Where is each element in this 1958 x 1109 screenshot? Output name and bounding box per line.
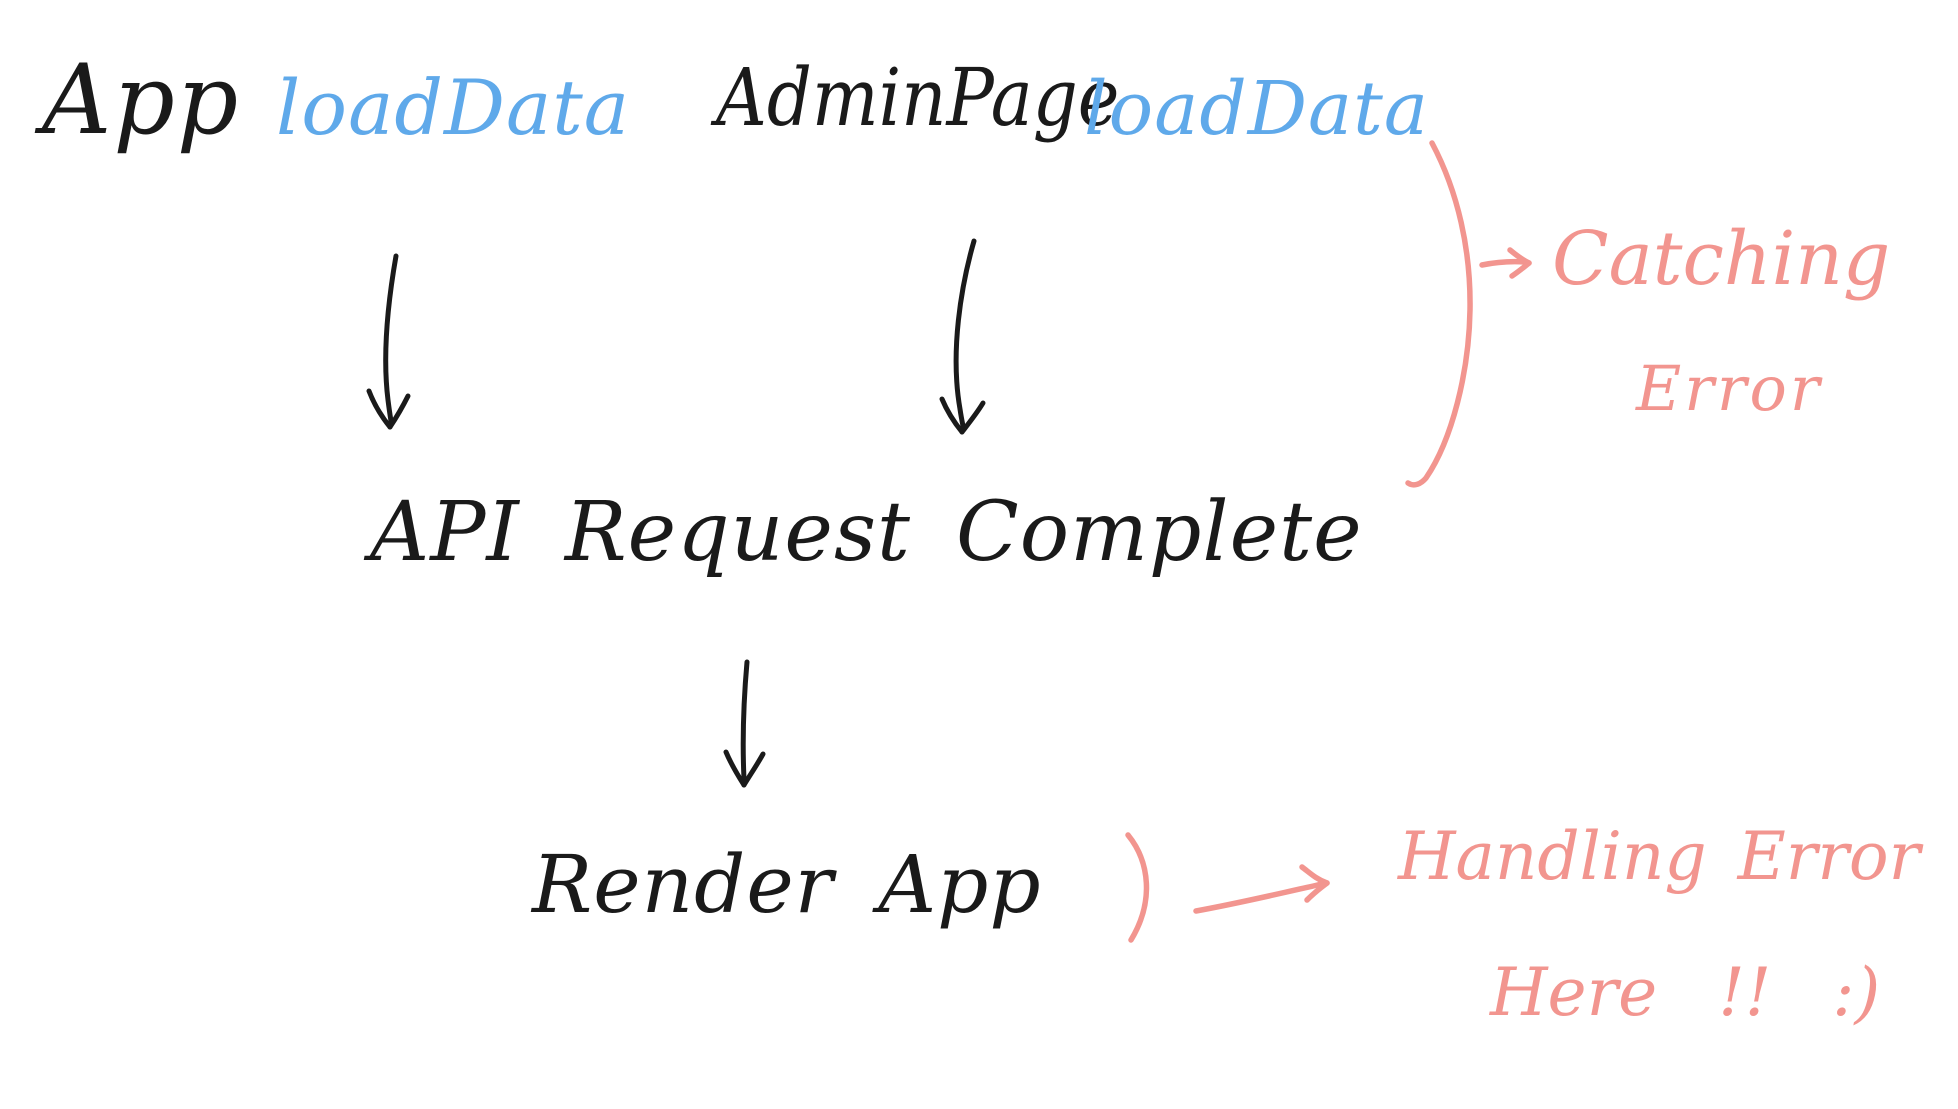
- app-node-label: App: [42, 44, 241, 156]
- right-arrow-icon: [1479, 247, 1532, 279]
- render-app-label: Render App: [532, 838, 1042, 931]
- catching-error-annotation-line2: Error: [1636, 352, 1823, 425]
- handling-error-annotation-line1: Handling Error: [1398, 818, 1921, 895]
- api-request-complete-label: API Request Complete: [370, 485, 1363, 580]
- catching-error-annotation-line1: Catching: [1552, 216, 1891, 302]
- right-curved-bracket-icon: [1405, 140, 1473, 488]
- right-paren-bracket-icon: [1125, 832, 1150, 943]
- down-arrow-icon: [723, 659, 766, 788]
- right-arrow-icon: [1193, 864, 1330, 914]
- down-arrow-icon: [366, 253, 411, 430]
- adminpage-loaddata-label: loadData: [1084, 66, 1430, 152]
- down-arrow-icon: [939, 238, 986, 435]
- app-loaddata-label: loadData: [276, 63, 631, 152]
- handling-error-annotation-line2: Here !! :): [1490, 954, 1881, 1031]
- adminpage-node-label: AdminPage: [716, 51, 1120, 144]
